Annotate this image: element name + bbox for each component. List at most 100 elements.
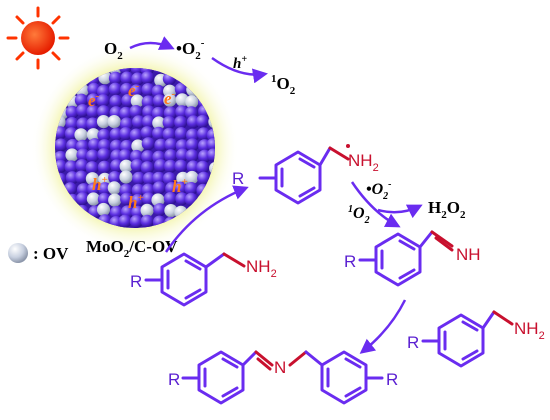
benzylamine-coreactant: R NH2: [407, 310, 545, 368]
catalyst-atom: [141, 137, 155, 151]
ov-legend-label: : OV: [33, 244, 69, 263]
singlet-oxygen-label-2: 1O2: [348, 204, 370, 226]
catalyst-atom: [65, 148, 79, 162]
oxygen-vacancy-icon: [8, 243, 28, 263]
catalyst-atom: [185, 149, 199, 163]
catalyst-atom: [64, 127, 78, 141]
catalyst-atom: [141, 83, 155, 97]
catalyst-atom: [162, 127, 176, 141]
catalyst-atom: [141, 95, 155, 109]
catalyst-atom: [86, 192, 100, 206]
catalyst-atom: [121, 93, 135, 108]
catalyst-atom: [88, 138, 102, 152]
catalyst-atom: [185, 95, 199, 109]
catalyst-atom: [118, 149, 132, 163]
second-oxidation-step: •O2- 1O2 H2O2: [348, 179, 466, 228]
catalyst-atom: [96, 202, 111, 217]
catalyst-atom: [140, 161, 154, 175]
catalyst-atom: [108, 193, 122, 207]
electron-label-1: e-: [88, 90, 100, 110]
catalyst-atom: [130, 159, 144, 173]
coreactant-r-group: R: [407, 333, 419, 352]
catalyst-atom: [97, 105, 111, 119]
catalyst-atom: [153, 203, 167, 217]
product-r-group-left: R: [168, 370, 180, 389]
electron-labels: e- e- e-: [88, 80, 176, 110]
catalyst-atom: [131, 115, 146, 129]
benzylamine-r-group: R: [130, 272, 142, 291]
imine-product: R N R: [168, 350, 398, 405]
catalyst-atom: [55, 138, 68, 152]
condensation-arrow: [359, 299, 407, 354]
catalyst-atom: [164, 138, 178, 152]
catalyst-atom: [86, 105, 100, 119]
catalyst-atom: [140, 71, 155, 85]
catalyst-atom: [118, 214, 132, 228]
catalyst-atom: [86, 93, 100, 107]
catalyst-atom: [195, 114, 210, 129]
o2-label: O2: [104, 39, 123, 62]
catalyst-atom: [129, 214, 143, 228]
catalyst-atom: [86, 117, 100, 131]
catalyst-atom: [109, 127, 123, 141]
hole-label-top: h+: [233, 54, 247, 72]
catalyst-atom: [185, 138, 200, 152]
catalyst-atom: [151, 106, 165, 121]
catalyst-atom: [86, 149, 100, 163]
catalyst-atom: [86, 128, 100, 142]
catalyst-atom: [206, 148, 215, 162]
catalyst-atom: [162, 172, 176, 186]
catalyst-atom: [175, 148, 190, 162]
superoxide-to-singlet-arrow: [211, 56, 268, 84]
catalyst-atom: [131, 193, 145, 208]
o2-to-superoxide-arrow: [129, 36, 175, 50]
catalyst-atom: [118, 68, 132, 74]
catalyst-atom: [97, 160, 111, 174]
catalyst-atom: [64, 160, 78, 174]
catalyst-atom: [185, 170, 199, 185]
catalyst-atom: [186, 160, 200, 174]
catalyst-atom: [197, 127, 211, 141]
catalyst-atom: [96, 94, 110, 108]
catalyst-atom: [119, 159, 133, 173]
catalyst-atom: [98, 172, 112, 186]
catalyst-atom: [119, 170, 133, 184]
catalyst-atom: [152, 171, 166, 185]
electron-label-2: e-: [128, 80, 140, 100]
catalyst-sphere-icon: [31, 44, 239, 252]
oxygen-activation-scheme: O2 •O2- h+ 1O2: [104, 36, 296, 97]
h2o2-label: H2O2: [428, 198, 466, 221]
catalyst-atom: [96, 115, 111, 129]
imine-intermediate: R NH: [344, 230, 481, 287]
superoxide-label: •O2-: [176, 37, 205, 62]
catalyst-atom: [152, 181, 166, 195]
catalyst-atom: [175, 192, 189, 206]
catalyst-atom: [108, 171, 122, 185]
catalyst-atom: [163, 93, 177, 107]
catalyst-atom: [109, 94, 123, 108]
catalyst-atom: [184, 182, 198, 196]
catalyst-atom: [97, 148, 111, 162]
hole-label-3: h+: [172, 176, 188, 196]
catalyst-atom: [154, 138, 168, 152]
catalyst-atom: [141, 150, 155, 164]
catalyst-atom: [120, 117, 134, 131]
catalyst-atom: [110, 159, 124, 173]
catalyst-atom: [132, 171, 146, 185]
catalyst-atom: [97, 192, 111, 206]
catalyst-atom: [142, 172, 156, 186]
h2o2-release-arrow: [377, 204, 423, 219]
imine-nh: NH: [456, 245, 481, 264]
catalyst-atom: [131, 183, 145, 197]
catalyst-label: MoO2/C-OV: [86, 237, 178, 260]
catalyst-atom: [76, 104, 90, 118]
catalyst-atom: [140, 203, 154, 217]
hole-labels: h+ h+ h+: [92, 174, 188, 212]
catalyst-atom: [197, 171, 211, 185]
radical-dot: [346, 144, 350, 148]
catalyst-atom: [129, 128, 143, 142]
catalyst-atom: [174, 159, 188, 173]
catalyst-atom: [164, 149, 178, 163]
catalyst-atom: [174, 82, 188, 96]
